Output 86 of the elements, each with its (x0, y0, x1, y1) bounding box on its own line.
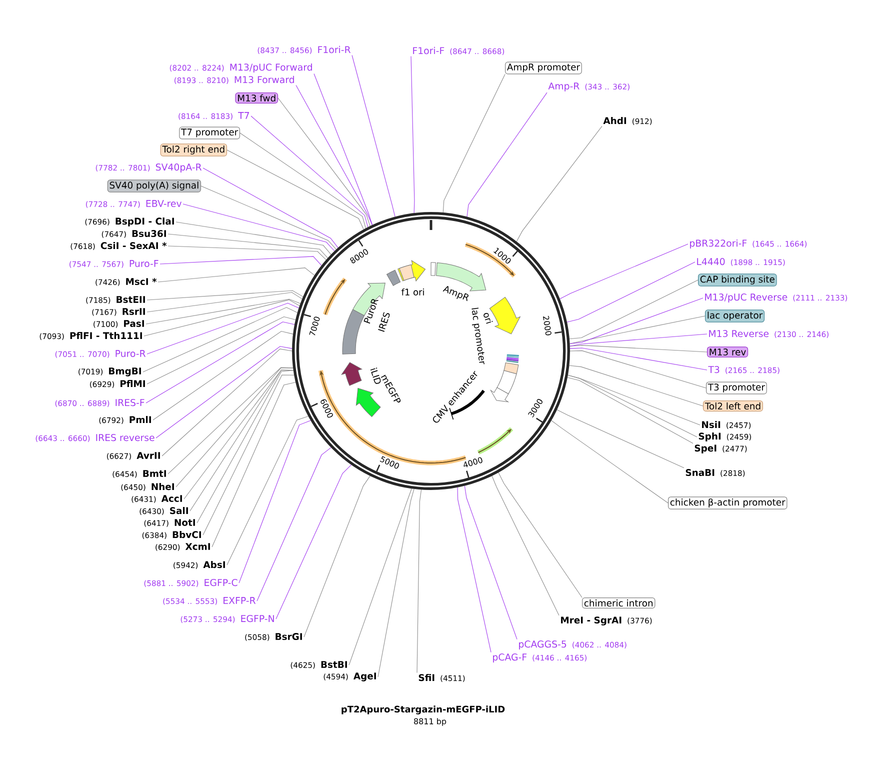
title: pT2Apuro-Stargazin-mEGFP-iLID (342, 706, 505, 714)
feature-box: SV40 poly(A) signal (107, 180, 202, 192)
feature-label: f1 ori (401, 288, 424, 296)
leader-line (226, 150, 364, 230)
tick-label: 2000 (543, 316, 552, 336)
leader-line (570, 345, 708, 352)
tick-label: 4000 (464, 457, 482, 468)
leader-line (176, 368, 294, 488)
feature-label: IRES (378, 312, 390, 332)
leader-line (240, 132, 366, 229)
leader-line (492, 476, 560, 616)
leader-line (200, 186, 336, 250)
feature-label: ori (484, 312, 493, 324)
leader-line (556, 409, 684, 468)
leader-line (146, 292, 302, 312)
leader-line (168, 234, 328, 258)
leader-line (498, 472, 582, 598)
leader-line (158, 268, 315, 282)
leader-line (442, 74, 506, 213)
leader-line (278, 98, 370, 226)
leader-line (152, 330, 294, 420)
leader-line (570, 348, 708, 370)
leader-line (570, 298, 704, 344)
leader-line (146, 316, 296, 384)
leader-line (457, 487, 492, 653)
leader-line (570, 334, 708, 346)
feature-box: CAP binding site (698, 274, 777, 286)
feature-box: M13 rev (707, 346, 748, 358)
leader-line (146, 302, 300, 354)
leader-line (146, 322, 295, 404)
tick-label: 6000 (320, 399, 333, 418)
leader-line (296, 84, 373, 226)
leader-line (352, 54, 396, 217)
leader-line (560, 244, 688, 300)
leader-line (162, 348, 292, 456)
leader-line (202, 168, 338, 248)
leader-line (146, 298, 301, 324)
leader-line (378, 488, 414, 678)
leader-line (568, 365, 704, 406)
feature-box: Tol2 left end (703, 400, 763, 412)
leader-line (568, 374, 700, 426)
tick-label: 5000 (380, 456, 399, 469)
feature-label: AmpR (442, 286, 468, 302)
leader-line (410, 56, 415, 214)
feature-label: lac promoter (472, 308, 485, 364)
leader-line (567, 377, 694, 444)
leader-line (238, 420, 311, 584)
leader-line (182, 204, 335, 252)
leader-line (176, 222, 332, 255)
leader-line (416, 489, 422, 674)
leader-line (566, 262, 696, 322)
leader-line (466, 92, 548, 217)
feature-box: M13 fwd (235, 92, 278, 104)
caption: 8811 bp (414, 718, 446, 726)
leader-line (142, 307, 298, 372)
leader-line (348, 488, 412, 666)
feature-box: chimeric intron (582, 598, 656, 608)
leader-line (226, 416, 309, 566)
leader-line (276, 464, 352, 620)
feature-box: chicken β-actin promoter (668, 496, 788, 510)
feature-box: AmpR promoter (505, 62, 582, 74)
feature-box: T7 promoter (179, 126, 240, 140)
leader-line (250, 116, 368, 228)
feature-box: Tol2 right end (160, 144, 228, 156)
feature-box: lac operator (705, 310, 765, 322)
leader-line (156, 346, 292, 438)
leader-line (304, 476, 370, 638)
leader-line (569, 280, 698, 340)
tick-label: 7000 (309, 316, 320, 336)
feature-label: PuroR (364, 299, 378, 324)
leader-line (160, 256, 322, 266)
leader-line (202, 374, 294, 536)
feature-box: T3 promoter (706, 382, 767, 394)
leader-line (570, 350, 706, 388)
leader-line (568, 374, 698, 438)
leader-line (168, 246, 326, 260)
leader-line (256, 447, 332, 602)
leader-line (551, 420, 668, 504)
leader-line (516, 126, 602, 242)
leader-line (144, 300, 300, 336)
leader-line (464, 486, 518, 640)
feature-label: iLID (370, 368, 381, 384)
leader-line (146, 290, 304, 300)
leader-line (212, 382, 296, 548)
leader-line (314, 73, 373, 226)
leader-line (570, 316, 706, 344)
